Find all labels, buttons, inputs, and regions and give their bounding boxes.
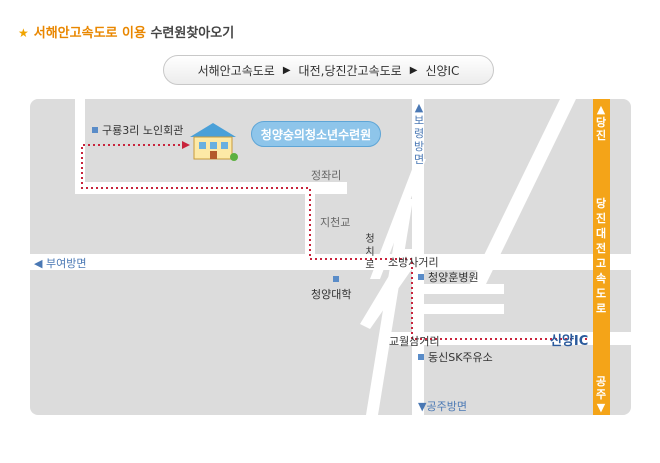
gyowol-label: 교월삼거리	[389, 335, 440, 348]
senior-hall-text: 구룡3리 노인회관	[102, 124, 184, 137]
hospital-label: 청양훈병원	[418, 269, 479, 285]
arrow-right-icon: ▶	[409, 64, 418, 76]
title-rest: 수련원찾아오기	[150, 26, 235, 41]
arrow-right-icon: ▶	[282, 64, 291, 76]
arrow-left-icon: ◀	[34, 257, 43, 270]
road-guryong	[75, 99, 85, 194]
buyeo-text: 부여방면	[45, 257, 87, 270]
road-diag-c	[370, 159, 426, 279]
gas-station-text: 동신SK주유소	[428, 351, 493, 364]
road-h2	[424, 304, 504, 314]
road-cheongchi	[366, 199, 413, 415]
route-summary: 서해안고속도로 ▶ 대전,당진간고속도로 ▶ 신양IC	[163, 55, 494, 85]
route-path	[81, 144, 590, 340]
jicheongyo-label: 지천교	[320, 216, 351, 229]
destination-bubble	[251, 121, 381, 147]
road-jicheon	[305, 194, 315, 259]
square-marker-icon	[418, 354, 424, 360]
destination-text: 청양숭의청소년수련원	[260, 127, 372, 142]
route-step-1: 서해안고속도로	[197, 63, 275, 78]
square-marker-icon	[92, 127, 98, 133]
gongju-expressway-label: 공주▼	[595, 375, 607, 414]
page-title: ★ 서해안고속도로 이용 수련원찾아오기	[18, 22, 234, 41]
sinyang-ic-label: 신양IC	[550, 334, 589, 349]
senior-hall-label: 구룡3리 노인회관	[92, 122, 183, 138]
square-marker-icon	[333, 276, 340, 282]
road-diag-a	[360, 249, 412, 329]
jeongjwari-label: 정좌리	[311, 169, 342, 182]
square-marker-icon	[418, 274, 424, 280]
cheongchi-label: 청치로	[365, 234, 375, 271]
sobangsa-label: 소방사거리	[388, 256, 439, 269]
title-highlight: 서해안고속도로 이용	[33, 26, 146, 41]
map-area: 청양숭의청소년수련원 구룡3리 노인회관 정좌리 지천교 ◀ 부여방면 소방사거…	[30, 99, 631, 415]
road-layer	[30, 99, 631, 415]
buyeo-label: ◀ 부여방면	[34, 255, 86, 271]
building-icon	[190, 123, 238, 161]
gongju-label: ▼공주방면	[418, 400, 467, 413]
star-icon: ★	[18, 26, 29, 40]
gas-station-label: 동신SK주유소	[418, 349, 493, 365]
route-step-2: 대전,당진간고속도로	[298, 63, 402, 78]
expressway-label: 당진대전고속도로	[595, 197, 607, 315]
expressway	[593, 99, 610, 415]
cheongyang-univ-label: 청양대학	[311, 273, 351, 302]
route-arrow-icon	[182, 141, 190, 149]
hospital-text: 청양훈병원	[428, 271, 479, 284]
road-diag-b	[470, 99, 576, 284]
road-buyeo	[30, 254, 631, 270]
road-h1	[424, 284, 504, 294]
dangjin-label: ▲당진	[595, 103, 607, 142]
route-step-3: 신양IC	[425, 63, 460, 78]
cheongyang-univ-text: 청양대학	[311, 288, 352, 301]
boryeong-label: ▲보령방면	[413, 101, 425, 166]
